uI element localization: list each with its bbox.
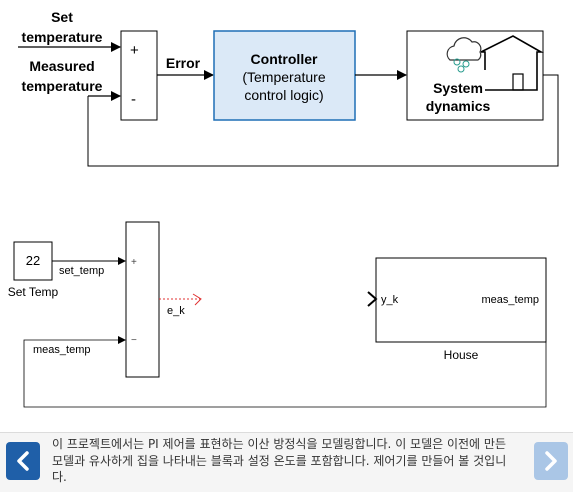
house-input-port-label: y_k xyxy=(381,294,399,306)
measured-temperature-label-line1: Measured xyxy=(29,58,94,74)
system-dynamics-label-line1: System xyxy=(433,80,483,96)
house-icon xyxy=(480,35,545,91)
unconnected-arrow-icon xyxy=(192,293,202,306)
next-button[interactable] xyxy=(534,442,568,480)
error-label: Error xyxy=(166,55,201,71)
set-temp-block-label: Set Temp xyxy=(8,285,59,299)
instruction-footer: 이 프로젝트에서는 PI 제어를 표현하는 이산 방정식을 모델링합니다. 이 … xyxy=(0,432,573,492)
summing-minus-sign: - xyxy=(131,91,136,108)
instruction-text: 이 프로젝트에서는 PI 제어를 표현하는 이산 방정식을 모델링합니다. 이 … xyxy=(52,437,507,484)
system-dynamics-label-line2: dynamics xyxy=(426,98,491,114)
set-temp-signal-label: set_temp xyxy=(59,265,104,277)
house-output-port-label: meas_temp xyxy=(482,294,539,306)
measured-temperature-label-line2: temperature xyxy=(22,78,103,94)
sum-plus-port: + xyxy=(131,257,137,268)
chevron-left-icon xyxy=(17,451,29,471)
weather-cloud-icon xyxy=(446,37,482,73)
feedback-loop-diagram: Set temperature Measured temperature + -… xyxy=(18,9,559,167)
controller-block[interactable] xyxy=(213,30,356,121)
controller-subtitle-line2: control logic) xyxy=(244,87,323,103)
previous-button[interactable] xyxy=(6,442,40,480)
meas-temp-signal-label: meas_temp xyxy=(33,344,90,356)
set-temp-constant-value: 22 xyxy=(26,253,40,268)
simulink-model-canvas: 22 Set Temp set_temp + − meas_temp e_k y… xyxy=(8,221,547,408)
meas-temp-feedback-line[interactable] xyxy=(23,301,547,408)
summing-block[interactable] xyxy=(120,30,158,121)
house-block-label: House xyxy=(444,348,479,362)
error-signal-label: e_k xyxy=(167,305,185,317)
controller-subtitle-line1: (Temperature xyxy=(242,69,325,85)
chevron-right-icon xyxy=(545,451,557,471)
set-temperature-label-line2: temperature xyxy=(22,29,103,45)
set-temperature-label-line1: Set xyxy=(51,9,73,25)
house-input-port-icon xyxy=(367,291,378,307)
house-subsystem-block[interactable] xyxy=(375,257,547,343)
controller-title: Controller xyxy=(251,51,318,67)
sum-minus-port: − xyxy=(131,335,137,346)
sum-block[interactable] xyxy=(125,221,160,378)
summing-plus-sign: + xyxy=(130,42,139,59)
feedback-path xyxy=(87,74,559,167)
